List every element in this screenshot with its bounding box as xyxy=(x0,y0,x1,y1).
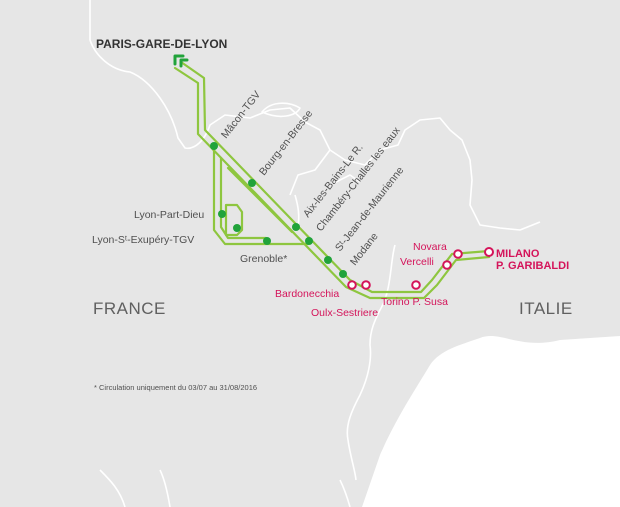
station-dot-grenoble xyxy=(263,237,271,245)
destination-line1: MILANO xyxy=(496,248,540,260)
label-lyonpd: Lyon-Part-Dieu xyxy=(134,209,204,221)
label-vercelli: Vercelli xyxy=(400,256,434,268)
label-bourg: Bourg-en-Bresse xyxy=(257,108,315,178)
arrow-up-left-icon xyxy=(173,54,189,68)
label-torino: Torino P. Susa xyxy=(381,296,448,308)
station-dot-aix xyxy=(292,223,300,231)
country-france: FRANCE xyxy=(93,299,166,318)
destination-line2: P. GARIBALDI xyxy=(496,260,569,272)
station-dot-lyonpd xyxy=(218,210,226,218)
border-lines xyxy=(89,0,541,507)
label-lyonstex: Lyon-Sᵗ-Exupéry-TGV xyxy=(92,234,194,246)
station-dot-stjean xyxy=(324,256,332,264)
stations-france xyxy=(210,142,347,278)
station-dot-oulx xyxy=(361,280,371,290)
origin-label: PARIS-GARE-DE-LYON xyxy=(96,37,227,51)
station-dot-torino xyxy=(411,280,421,290)
station-dot-novara xyxy=(453,249,463,259)
country-italy: ITALIE xyxy=(519,299,573,318)
stations-italy xyxy=(347,247,494,290)
station-dot-milano xyxy=(484,247,494,257)
label-oulx: Oulx-Sestriere xyxy=(311,307,378,319)
station-dot-chambery xyxy=(305,237,313,245)
station-dot-lyonstex xyxy=(233,224,241,232)
sea-area xyxy=(362,336,620,507)
label-bardonecchia: Bardonecchia xyxy=(275,288,339,300)
footnote: * Circulation uniquement du 03/07 au 31/… xyxy=(94,383,257,392)
station-dot-bardonecchia xyxy=(347,280,357,290)
label-grenoble: Grenoble* xyxy=(240,253,287,265)
station-dot-macon xyxy=(210,142,218,150)
station-dot-vercelli xyxy=(442,260,452,270)
station-dot-bourg xyxy=(248,179,256,187)
label-novara: Novara xyxy=(413,241,447,253)
station-dot-modane xyxy=(339,270,347,278)
